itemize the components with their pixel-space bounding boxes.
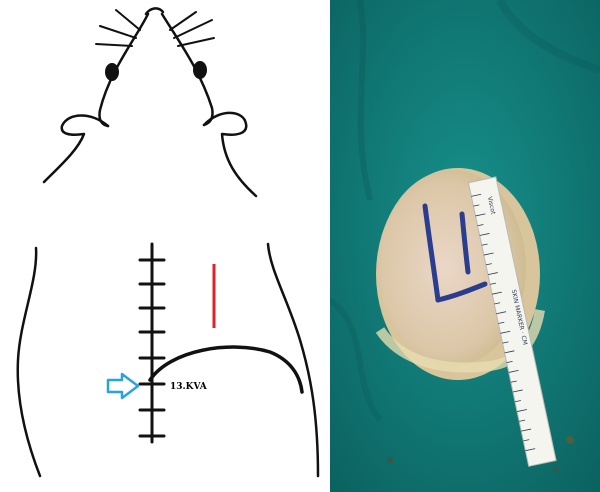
rat-schematic-svg: 13.KVA bbox=[0, 0, 330, 492]
vertebra-level-label: 13.KVA bbox=[170, 382, 208, 392]
surgical-photo-svg: Viscot SKIN MARKER · CM bbox=[330, 0, 600, 492]
body-left-side bbox=[18, 248, 40, 476]
eye-left bbox=[105, 63, 119, 81]
body-right-side bbox=[268, 244, 318, 476]
level-arrow-icon bbox=[108, 374, 138, 398]
schematic-drawing-panel: 13.KVA bbox=[0, 0, 330, 492]
ear-left bbox=[44, 116, 108, 183]
ear-right bbox=[204, 113, 256, 196]
eye-right bbox=[193, 61, 207, 79]
whiskers-right bbox=[170, 12, 214, 46]
surgical-photo-panel: Viscot SKIN MARKER · CM bbox=[330, 0, 600, 492]
spine-with-vertebrae bbox=[140, 244, 164, 442]
